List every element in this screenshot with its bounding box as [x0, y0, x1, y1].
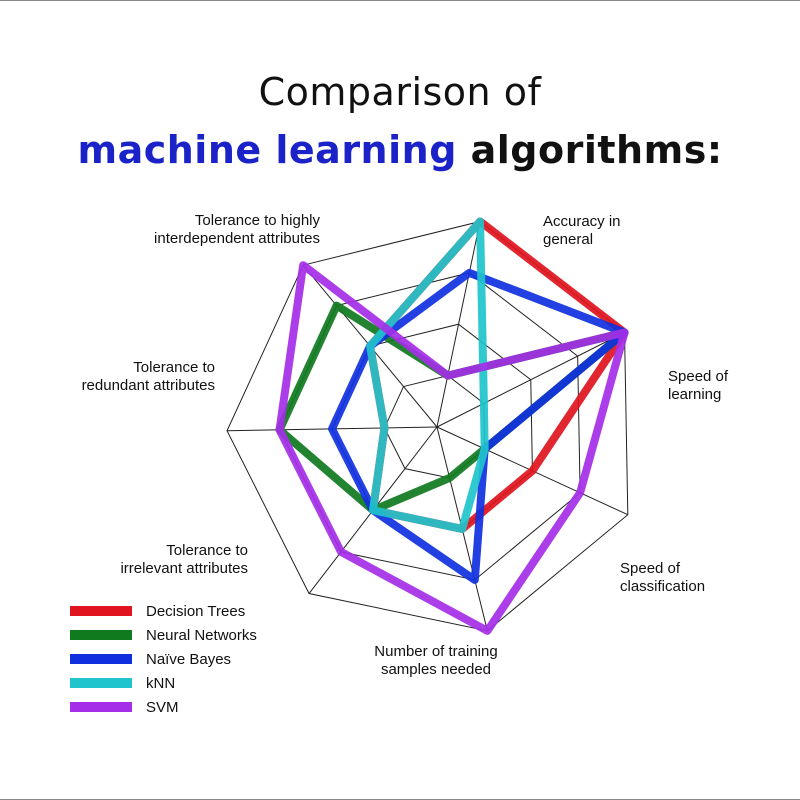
grid-spoke [436, 332, 625, 428]
axis-label-line: general [543, 231, 593, 248]
grid-ring [278, 272, 581, 581]
legend-swatch [70, 702, 132, 712]
legend-label: Decision Trees [146, 603, 245, 620]
axis-label-line: Tolerance to highly [195, 212, 321, 229]
legend-swatch [70, 606, 132, 616]
series-line-svm [275, 261, 629, 635]
series-line-na-ve-bayes [328, 268, 629, 584]
legend-label: Neural Networks [146, 627, 257, 644]
legend-swatch [70, 654, 132, 664]
axis-label-line: interdependent attributes [154, 230, 320, 247]
axis-label-line: redundant attributes [82, 377, 215, 394]
axis-label-line: Tolerance to [133, 359, 215, 376]
radar-series [275, 217, 629, 635]
grid-spoke [436, 221, 481, 428]
axis-label-line: Speed of [620, 560, 681, 577]
axis-label-line: Speed of [668, 368, 729, 385]
axis-label-line: Number of training [374, 643, 497, 660]
legend-label: SVM [146, 699, 179, 716]
axis-label-line: learning [668, 386, 721, 403]
legend-swatch [70, 678, 132, 688]
legend-label: Naïve Bayes [146, 651, 231, 668]
series-line-knn [366, 217, 489, 533]
legend-label: kNN [146, 675, 175, 692]
title-rest: algorithms: [470, 128, 723, 172]
radar-grid [226, 220, 629, 632]
axis-label-line: irrelevant attributes [120, 560, 248, 577]
axis-label-line: classification [620, 578, 705, 595]
title-line-1: Comparison of [258, 70, 542, 114]
legend-swatch [70, 630, 132, 640]
axis-label-line: samples needed [381, 661, 491, 678]
title-line-2: machine learning algorithms: [0, 128, 800, 172]
axis-label-line: Accuracy in [543, 213, 621, 230]
axis-label-line: Tolerance to [166, 542, 248, 559]
title-accent: machine learning [77, 128, 457, 172]
